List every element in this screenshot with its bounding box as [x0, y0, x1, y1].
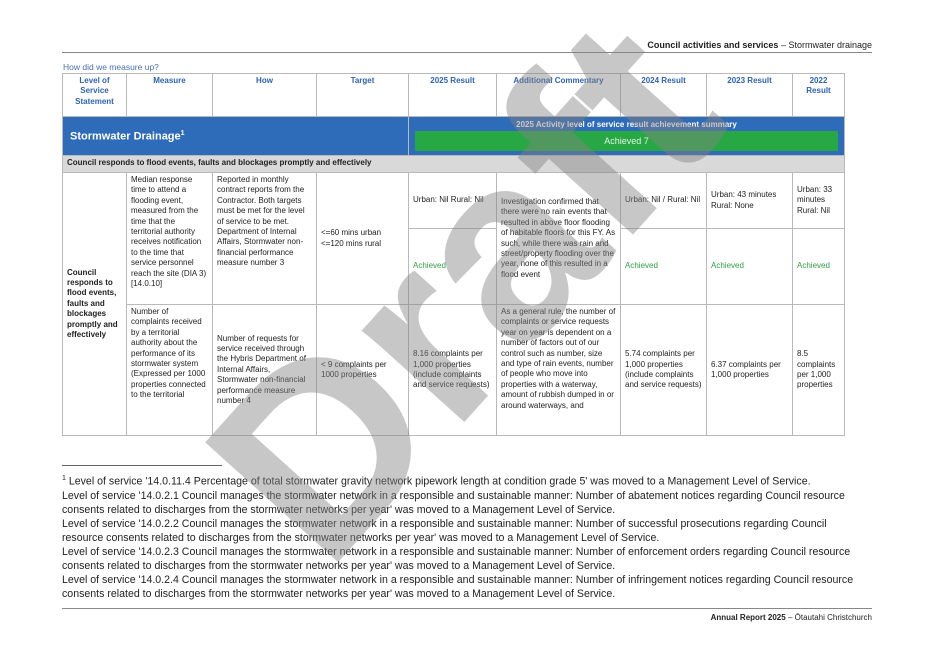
section-title: Stormwater Drainage1 [62, 116, 409, 156]
measure-cell: Median response time to attend a floodin… [126, 172, 213, 305]
header-subsection: Stormwater drainage [788, 40, 872, 50]
footer-rule [62, 608, 872, 609]
status-2023-badge: Achieved [706, 228, 793, 305]
section-title-text: Stormwater Drainage [70, 131, 181, 144]
header-section: Council activities and services [647, 40, 779, 50]
result-2022-cell: 8.5 complaints per 1,000 properties [792, 304, 845, 436]
achieved-count-bar: Achieved 7 [415, 131, 838, 151]
col-commentary: Additional Commentary [496, 73, 621, 117]
footer-place: Ōtautahi Christchurch [794, 613, 872, 622]
footer-report: Annual Report 2025 [710, 613, 786, 622]
section-link[interactable]: How did we measure up? [63, 62, 159, 72]
footnotes: 1 Level of service '14.0.11.4 Percentage… [62, 472, 862, 601]
group-heading: Council responds to flood events, faults… [62, 155, 845, 173]
table-row: Council responds to flood events, faults… [62, 172, 845, 436]
col-measure: Measure [126, 73, 213, 117]
header-rule [62, 52, 872, 53]
table-row: Number of complaints received by a terri… [63, 304, 845, 436]
how-cell: Reported in monthly contract reports fro… [212, 172, 317, 305]
header-separator: – [778, 40, 789, 50]
title-row: Stormwater Drainage1 2025 Activity level… [62, 116, 845, 156]
measure-cell: Number of complaints received by a terri… [126, 304, 213, 436]
col-2024-result: 2024 Result [620, 73, 707, 117]
status-2022-badge: Achieved [792, 228, 845, 305]
result-2023-cell: 6.37 complaints per 1,000 properties [706, 304, 793, 436]
status-2024-badge: Achieved [620, 228, 707, 305]
footnote: Level of service '14.0.2.4 Council manag… [62, 573, 854, 600]
result-2023-cell: Urban: 43 minutes Rural: None [706, 172, 793, 229]
col-how: How [212, 73, 317, 117]
footnote: Level of service '14.0.2.2 Council manag… [62, 517, 827, 544]
summary-heading: 2025 Activity level of service result ac… [516, 120, 737, 129]
table-row-status: Achieved Achieved Achieved Achieved [63, 228, 845, 305]
target-cell: <=60 mins urban <=120 mins rural [316, 172, 409, 305]
result-2022-cell: Urban: 33 minutes Rural: Nil [792, 172, 845, 229]
results-table: Level of Service Statement Measure How T… [62, 73, 845, 436]
footer-separator: – [785, 613, 795, 622]
col-2023-result: 2023 Result [706, 73, 793, 117]
col-los-statement: Level of Service Statement [62, 73, 127, 117]
col-2022-result: 2022 Result [792, 73, 845, 117]
footnote: Level of service '14.0.2.1 Council manag… [62, 489, 845, 516]
how-cell: Number of requests for service received … [212, 304, 317, 436]
footnote-marker: 1 [62, 475, 66, 482]
group-row: Council responds to flood events, faults… [62, 155, 845, 173]
result-2025-cell: Urban: Nil Rural: Nil [408, 172, 497, 229]
status-2025-badge: Achieved [408, 228, 497, 305]
commentary-cell: As a general rule, the number of complai… [496, 304, 621, 436]
footnote-rule [62, 465, 222, 466]
page-header: Council activities and services – Stormw… [647, 40, 872, 50]
page-footer: Annual Report 2025 – Ōtautahi Christchur… [711, 613, 872, 622]
achievement-summary: 2025 Activity level of service result ac… [408, 116, 845, 156]
footnote: Level of service '14.0.2.3 Council manag… [62, 545, 851, 572]
footnote-text: Level of service '14.0.11.4 Percentage o… [65, 475, 811, 488]
col-2025-result: 2025 Result [408, 73, 497, 117]
column-header-row: Level of Service Statement Measure How T… [62, 73, 845, 117]
col-target: Target [316, 73, 409, 117]
footnote: 1 Level of service '14.0.11.4 Percentage… [62, 472, 862, 489]
result-2024-cell: 5.74 complaints per 1,000 properties (in… [620, 304, 707, 436]
commentary-cell: Investigation confirmed that there were … [496, 172, 621, 305]
result-2024-cell: Urban: Nil / Rural: Nil [620, 172, 707, 229]
los-statement: Council responds to flood events, faults… [62, 172, 127, 436]
result-2025-cell: 8.16 complaints per 1,000 properties (in… [408, 304, 497, 436]
section-title-footnote: 1 [180, 130, 185, 138]
target-cell: < 9 complaints per 1000 properties [316, 304, 409, 436]
